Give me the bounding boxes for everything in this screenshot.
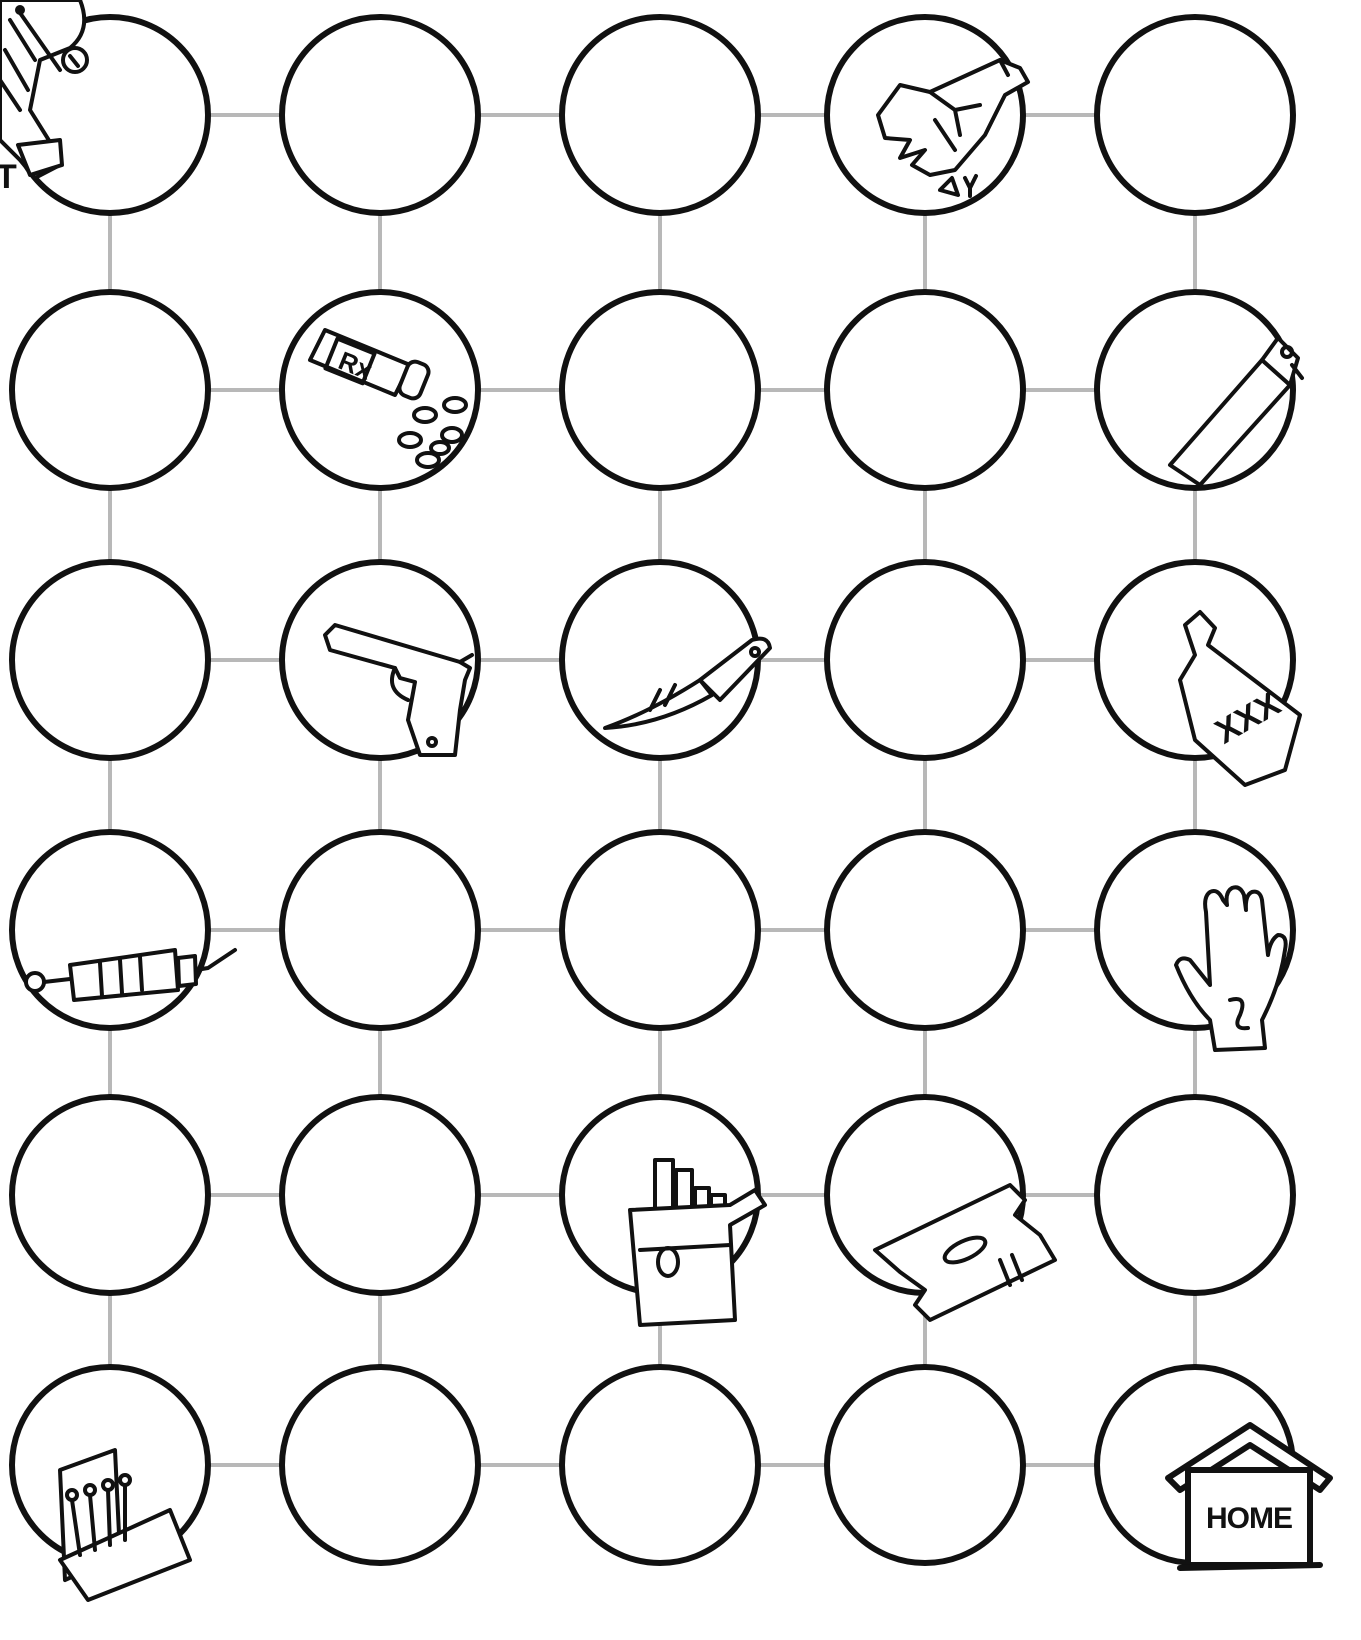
board-space-empty[interactable] bbox=[12, 562, 208, 758]
board-space-empty[interactable] bbox=[827, 1367, 1023, 1563]
board-space-empty[interactable] bbox=[282, 17, 478, 213]
board-space-empty[interactable] bbox=[282, 832, 478, 1028]
board-space-empty[interactable] bbox=[827, 562, 1023, 758]
board-space-empty[interactable] bbox=[12, 1097, 208, 1293]
board-space-empty[interactable] bbox=[282, 1097, 478, 1293]
board-space-empty[interactable] bbox=[1097, 17, 1293, 213]
start-label: T bbox=[0, 158, 17, 196]
board-space-empty[interactable] bbox=[562, 832, 758, 1028]
board-space-empty[interactable] bbox=[562, 292, 758, 488]
board-space-empty[interactable] bbox=[282, 1367, 478, 1563]
board-space-empty[interactable] bbox=[562, 1367, 758, 1563]
board-space-empty[interactable] bbox=[827, 832, 1023, 1028]
board-space-empty[interactable] bbox=[12, 292, 208, 488]
board-space-empty[interactable] bbox=[1097, 1097, 1293, 1293]
home-label: HOME bbox=[1206, 1502, 1292, 1535]
board-space-empty[interactable] bbox=[827, 292, 1023, 488]
board-spaces bbox=[12, 17, 1293, 1563]
board-space-empty[interactable] bbox=[562, 17, 758, 213]
board-space-syringe[interactable] bbox=[12, 832, 208, 1028]
